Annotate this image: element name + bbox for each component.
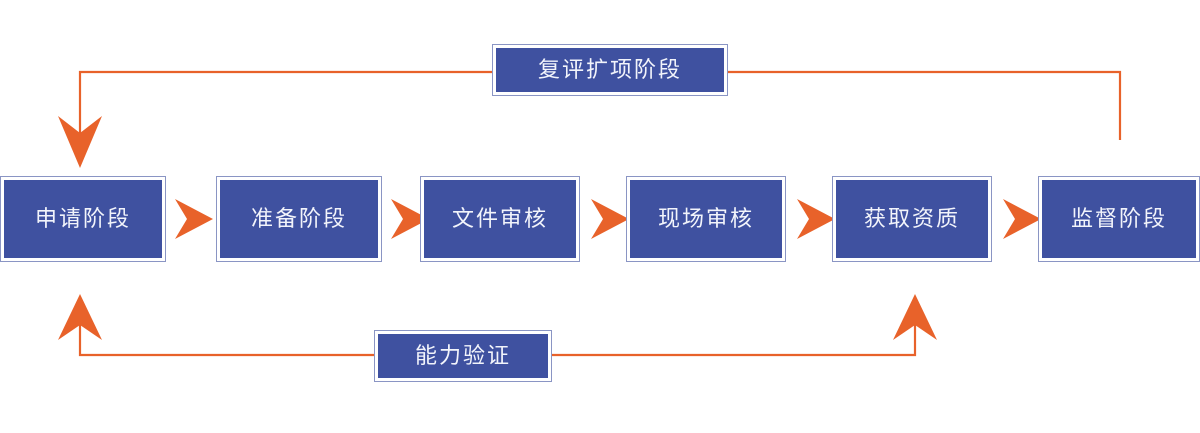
chevron-4-5-icon [797, 199, 835, 239]
chevron-3-4-icon [591, 199, 629, 239]
node-proficiency-testing[interactable]: 能力验证 [374, 330, 552, 382]
node-reassessment-fill: 复评扩项阶段 [496, 48, 724, 92]
step-node-application-fill: 申请阶段 [4, 180, 162, 258]
connector-bottom-right-segment [552, 318, 917, 357]
node-proficiency-testing-fill: 能力验证 [378, 334, 548, 378]
step-node-preparation-fill: 准备阶段 [220, 180, 378, 258]
step-node-onsite-audit[interactable]: 现场审核 [626, 176, 786, 262]
node-proficiency-testing-label: 能力验证 [414, 343, 511, 368]
connector-top-left-segment [78, 70, 492, 140]
chevron-5-6-icon [1003, 199, 1041, 239]
step-node-supervision-fill: 监督阶段 [1042, 180, 1196, 258]
step-node-onsite-audit-fill: 现场审核 [630, 180, 782, 258]
step-node-application[interactable]: 申请阶段 [0, 176, 166, 262]
step-node-document-review-fill: 文件审核 [424, 180, 576, 258]
step-node-preparation[interactable]: 准备阶段 [216, 176, 382, 262]
connector-top-right-segment [728, 70, 1122, 140]
step-node-supervision[interactable]: 监督阶段 [1038, 176, 1200, 262]
step-node-preparation-label: 准备阶段 [250, 206, 347, 231]
step-node-obtain-qualification[interactable]: 获取资质 [832, 176, 992, 262]
connector-bottom-left-segment [78, 318, 374, 357]
arrowhead-down-to-step-1 [58, 116, 102, 168]
step-node-onsite-audit-label: 现场审核 [657, 206, 754, 231]
step-node-obtain-qualification-label: 获取资质 [863, 206, 960, 231]
step-node-document-review[interactable]: 文件审核 [420, 176, 580, 262]
chevron-1-2-icon [175, 199, 213, 239]
arrowhead-up-to-step-5 [893, 294, 937, 340]
step-node-supervision-label: 监督阶段 [1070, 206, 1167, 231]
arrowhead-up-to-step-1 [58, 294, 102, 340]
step-node-application-label: 申请阶段 [34, 206, 131, 231]
node-reassessment-label: 复评扩项阶段 [537, 57, 682, 82]
step-node-document-review-label: 文件审核 [451, 206, 548, 231]
node-reassessment[interactable]: 复评扩项阶段 [492, 44, 728, 96]
step-node-obtain-qualification-fill: 获取资质 [836, 180, 988, 258]
